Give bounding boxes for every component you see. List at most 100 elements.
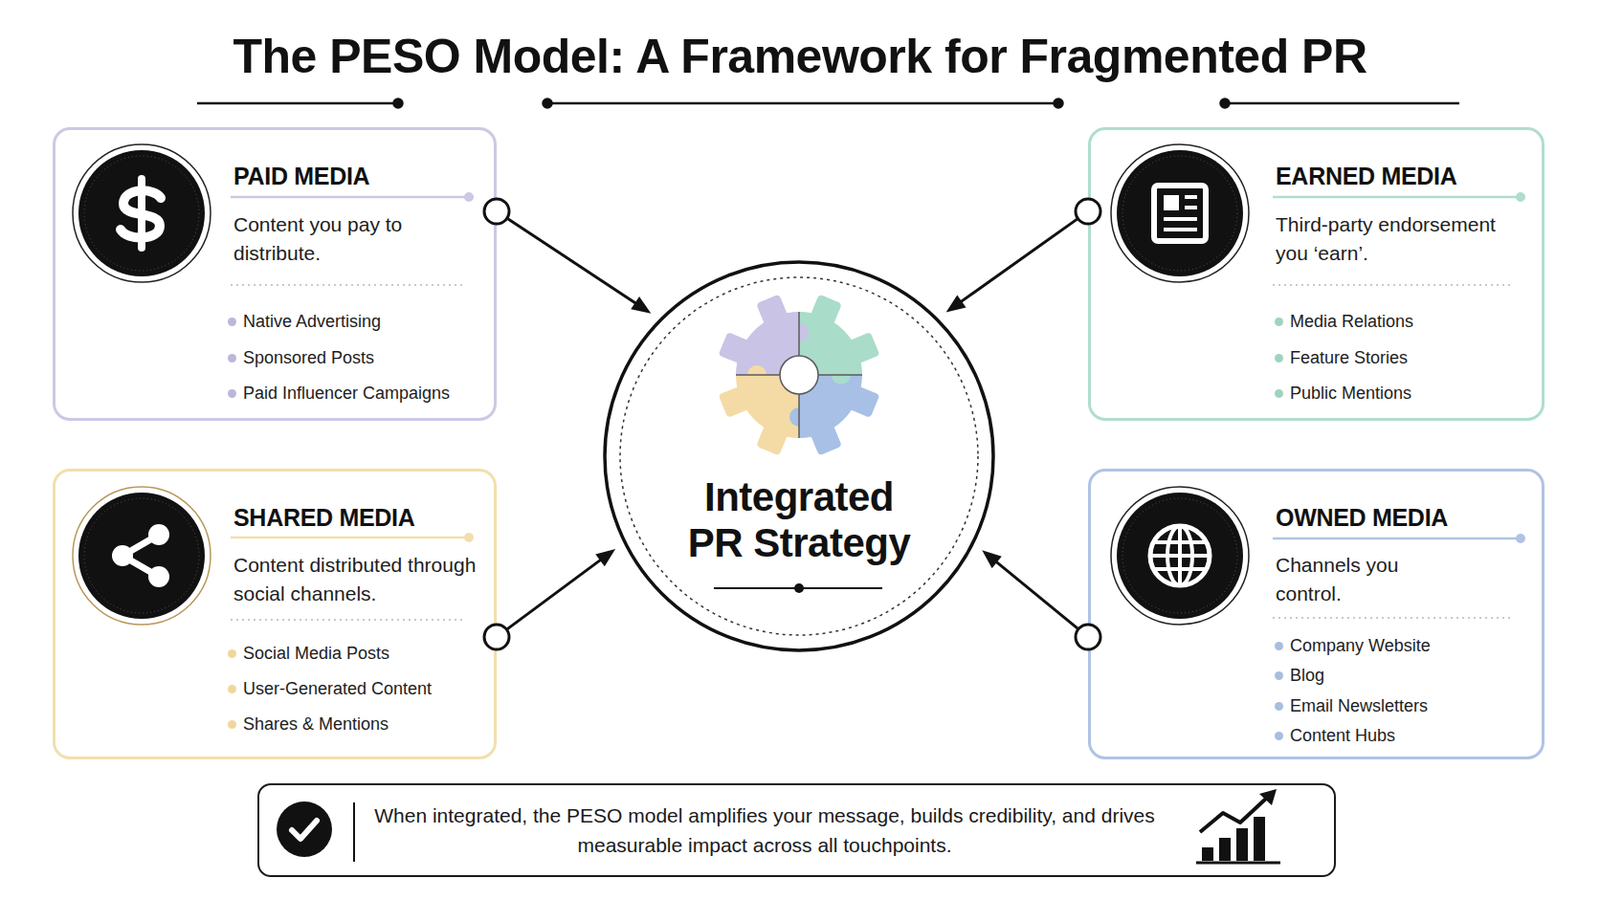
media-box: OWNED MEDIA Channels you control. Company … — [1088, 468, 1545, 760]
separator — [230, 284, 465, 287]
bullet-item: Social Media Posts — [227, 642, 390, 666]
box-heading: SHARED MEDIA — [233, 503, 415, 533]
caption-box: When integrated, the PESO model amplifie… — [257, 783, 1336, 878]
bullet-item: Email Newsletters — [1274, 694, 1428, 718]
share-node — [148, 566, 170, 588]
globe-icon — [1111, 487, 1249, 625]
chart-base — [1196, 862, 1281, 866]
media-box: EARNED MEDIA Third-party endorsement you … — [1088, 127, 1545, 422]
separator — [1272, 617, 1511, 620]
arrow-head — [595, 549, 616, 567]
gear-hole — [779, 355, 819, 395]
hub-circle: Integrated PR Strategy — [598, 255, 1000, 658]
connector-arrow — [484, 199, 651, 314]
bullet-item: User-Generated Content — [227, 677, 432, 701]
chart-bar — [1253, 817, 1266, 862]
box-description: Third-party endorsement you ‘earn’. — [1275, 210, 1527, 268]
underline-dot — [1515, 192, 1526, 202]
box-heading: EARNED MEDIA — [1275, 161, 1457, 191]
bullet-item: Paid Influencer Campaigns — [227, 381, 450, 405]
hub-dashed-ring — [620, 277, 978, 636]
separator — [230, 619, 465, 622]
connector-port — [1075, 199, 1101, 224]
arrow-head — [946, 294, 967, 312]
underline — [1272, 537, 1519, 541]
icon-ring — [1111, 487, 1249, 625]
rule-line — [547, 102, 1059, 106]
chart-arrowhead — [1259, 789, 1277, 806]
bullet-item: Blog — [1274, 664, 1325, 688]
bullet-item: Company Website — [1274, 634, 1431, 658]
paper-line — [1163, 227, 1198, 232]
check-icon — [276, 801, 333, 858]
caption-text: When integrated, the PESO model amplifie… — [372, 800, 1157, 861]
connector-line — [995, 561, 1078, 629]
chart-bar — [1236, 828, 1248, 862]
growth-chart-icon — [1196, 789, 1281, 864]
rule-dot — [794, 583, 804, 594]
title-rule — [197, 99, 1460, 109]
bullet-item: Content Hubs — [1274, 724, 1396, 748]
rule-line — [197, 102, 399, 106]
diagram-title: The PESO Model: A Framework for Fragment… — [0, 27, 1600, 86]
bullet-item: Feature Stories — [1274, 346, 1408, 370]
hub-ring — [604, 262, 994, 651]
icon-ring — [1111, 144, 1249, 283]
icon-ring — [72, 487, 211, 625]
connector-port — [484, 624, 510, 650]
check-disk — [276, 801, 333, 858]
box-heading: OWNED MEDIA — [1275, 503, 1448, 533]
icon-inner-ring — [84, 155, 200, 271]
rule-dot — [1054, 99, 1064, 109]
share-icon — [72, 487, 211, 625]
connector-arrow — [981, 550, 1101, 650]
paper-line — [1184, 195, 1198, 200]
icon-inner-ring — [84, 498, 200, 614]
connector-arrow — [946, 199, 1101, 313]
bullet-item: Public Mentions — [1274, 381, 1412, 405]
arrow-head — [981, 550, 1002, 569]
gear-puzzle — [708, 284, 890, 467]
newspaper-icon — [1111, 144, 1249, 283]
paper-photo — [1163, 195, 1179, 211]
icon-inner-ring — [1122, 498, 1238, 614]
icon-disk — [1116, 150, 1244, 277]
underline — [230, 196, 467, 200]
paper-line — [1163, 217, 1198, 222]
globe-parallel — [1154, 540, 1206, 545]
icon-inner-ring — [1122, 155, 1238, 271]
box-description: Content you pay to distribute. — [233, 210, 406, 268]
connector-line — [959, 219, 1077, 303]
rule-dot — [1221, 99, 1230, 109]
underline — [1272, 196, 1519, 200]
chart-bar — [1219, 838, 1231, 862]
connector-port — [484, 199, 510, 224]
gear-body — [708, 284, 890, 467]
dollar-s — [120, 190, 161, 238]
chart-bar — [1201, 847, 1214, 862]
globe-parallel — [1150, 554, 1210, 558]
hub-outline — [598, 255, 1000, 658]
arrow-head — [630, 296, 651, 314]
box-description: Content distributed through social chann… — [233, 551, 485, 609]
dollar-icon — [72, 144, 211, 283]
connector-line — [507, 559, 601, 630]
share-node — [148, 524, 170, 546]
bullet-item: Native Advertising — [227, 310, 381, 334]
connector-line — [508, 219, 638, 305]
paper-frame — [1154, 185, 1206, 242]
underline-dot — [464, 533, 474, 543]
underline-dot — [1515, 533, 1526, 544]
rule-dot — [543, 99, 553, 109]
caption-divider — [353, 802, 356, 863]
dotted-separator — [230, 285, 1511, 621]
icon-ring — [72, 144, 211, 283]
check-mark — [291, 821, 317, 840]
hub-label: Integrated PR Strategy — [674, 474, 924, 567]
icon-disk — [78, 150, 205, 277]
box-description: Channels you control. — [1275, 551, 1420, 609]
